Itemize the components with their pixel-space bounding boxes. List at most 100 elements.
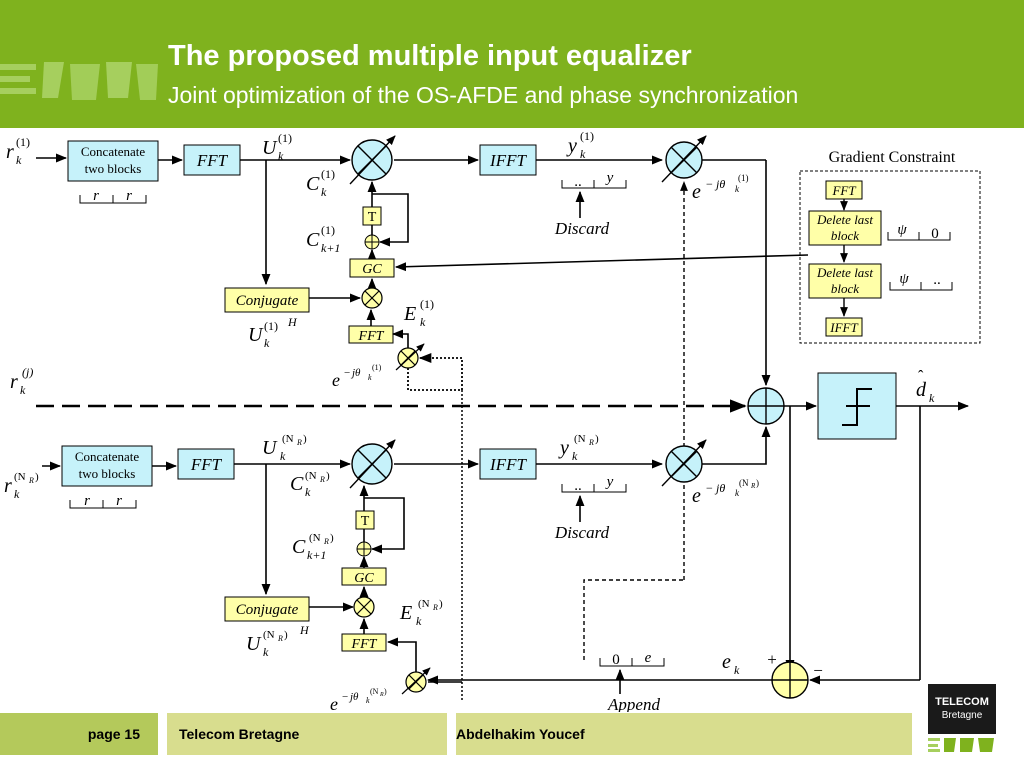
svg-text:jθ: jθ <box>348 691 359 703</box>
svg-text:R: R <box>588 438 594 447</box>
school-logo-small-icon <box>928 738 994 752</box>
gc-block-2 <box>341 567 387 586</box>
svg-text:(1): (1) <box>278 131 292 145</box>
delay-label-2: T <box>361 514 370 529</box>
svg-text:): ) <box>384 687 387 696</box>
multiplier-1 <box>349 135 396 185</box>
svg-text:R: R <box>432 603 438 612</box>
frame-rr-2 <box>69 500 137 509</box>
input-r1-label: r k (1) <box>6 135 30 167</box>
svg-text:y: y <box>566 135 577 157</box>
adder-small-2 <box>356 541 372 557</box>
frame-dots-y-2 <box>561 484 627 493</box>
svg-text:(1): (1) <box>420 297 434 311</box>
school-logo-icon <box>0 62 158 100</box>
input-rj-label: r k (j) <box>10 365 33 397</box>
svg-text:k: k <box>416 614 422 628</box>
y1-label: y k (1) <box>566 129 594 161</box>
frame-dots-2: .. <box>574 478 582 494</box>
U1H-label: U k (1) H <box>248 315 298 350</box>
svg-text:e: e <box>330 694 338 712</box>
svg-text:k: k <box>264 336 270 350</box>
gc-ifft-block <box>825 317 863 337</box>
concat-label-1a: Concatenate <box>81 144 145 159</box>
delay-label-1: T <box>368 210 377 225</box>
footer-company: Telecom Bretagne <box>167 713 447 755</box>
concat-label-2b: two blocks <box>79 466 136 481</box>
svg-text:C: C <box>292 536 306 558</box>
frame-r-2b: r <box>116 493 122 509</box>
svg-text:k: k <box>572 449 578 463</box>
conjugate-label-2: Conjugate <box>236 602 299 618</box>
svg-text:k+1: k+1 <box>307 548 326 562</box>
svg-text:k: k <box>735 488 740 498</box>
yNR-label: y k (N R ) <box>558 433 599 463</box>
ifft-block-2 <box>479 448 537 480</box>
fft-block-1 <box>183 144 241 176</box>
svg-text:ˆ: ˆ <box>918 368 924 385</box>
frame-dots-1: .. <box>574 174 582 190</box>
svg-text:(1): (1) <box>264 319 278 333</box>
multiplier-phase-small-2 <box>401 667 431 695</box>
multiplier-phase-small-1 <box>395 343 425 371</box>
CNRnext-label: C k+1 (N R ) <box>292 532 334 562</box>
svg-text:−: − <box>344 367 350 379</box>
svg-text:d: d <box>916 379 927 401</box>
conjugate-block-1 <box>224 287 310 313</box>
concat-label-1b: two blocks <box>85 161 142 176</box>
frame-y-2: y <box>605 474 614 490</box>
frame-rr-1 <box>79 195 147 204</box>
svg-text:H: H <box>287 315 298 329</box>
frame-zero-b: 0 <box>612 652 620 668</box>
phase-exp-small-2: e − jθ k (N R ) <box>330 687 387 712</box>
svg-text:y: y <box>558 437 569 459</box>
frame-psi-a: ψ <box>897 222 907 238</box>
gc-delete-1a: Delete last <box>816 212 873 227</box>
svg-text:(1): (1) <box>372 363 382 372</box>
gradient-constraint-box <box>799 170 981 344</box>
logo-line2: Bretagne <box>941 710 983 721</box>
svg-text:(1): (1) <box>580 129 594 143</box>
equalizer-block-diagram: r k (1) Concatenate two blocks r r FFT U… <box>4 129 981 712</box>
input-rNR-label: r k (N R ) <box>4 471 39 501</box>
ifft-label-1: IFFT <box>489 151 527 170</box>
svg-text:e: e <box>332 370 340 390</box>
svg-text:k: k <box>14 487 20 501</box>
svg-text:−: − <box>342 691 348 703</box>
multiplier-conj-1 <box>361 287 383 309</box>
svg-text:(1): (1) <box>321 167 335 181</box>
svg-text:U: U <box>246 633 262 655</box>
footer-author: Abdelhakim Youcef <box>456 713 912 755</box>
svg-text:(N: (N <box>282 433 294 445</box>
svg-text:(N: (N <box>739 478 749 488</box>
svg-text:E: E <box>403 303 416 325</box>
svg-text:(N: (N <box>418 598 430 610</box>
svg-text:−: − <box>706 177 713 191</box>
svg-text:jθ: jθ <box>714 177 725 191</box>
gc-delete-block-2 <box>808 263 882 299</box>
svg-text:E: E <box>399 602 412 624</box>
multiplier-conj-2 <box>353 596 375 618</box>
gc-delete-1b: block <box>831 228 859 243</box>
C1next-label: C k+1 (1) <box>306 223 340 255</box>
phase-exp-small-1: e − jθ k (1) <box>332 363 382 390</box>
page-title: The proposed multiple input equalizer <box>168 40 692 72</box>
frame-dots-y-1 <box>561 180 627 189</box>
adder-plus-sign: + <box>767 650 777 669</box>
svg-text:): ) <box>284 629 288 641</box>
error-adder <box>771 661 809 699</box>
svg-text:k: k <box>368 373 372 382</box>
gradient-constraint-title: Gradient Constraint <box>829 149 956 166</box>
svg-text:(N: (N <box>574 433 586 445</box>
frame-r-1b: r <box>126 188 132 204</box>
svg-text:C: C <box>290 473 304 495</box>
svg-text:e: e <box>692 485 701 507</box>
CNR-label: C k (N R ) <box>290 470 330 499</box>
svg-text:k: k <box>278 149 284 163</box>
svg-text:k: k <box>321 185 327 199</box>
gc-delete-2b: block <box>831 281 859 296</box>
svg-text:(N: (N <box>14 471 26 483</box>
gc-delete-2a: Delete last <box>816 265 873 280</box>
svg-text:R: R <box>28 476 34 485</box>
fft-small-label-1: FFT <box>358 329 385 344</box>
